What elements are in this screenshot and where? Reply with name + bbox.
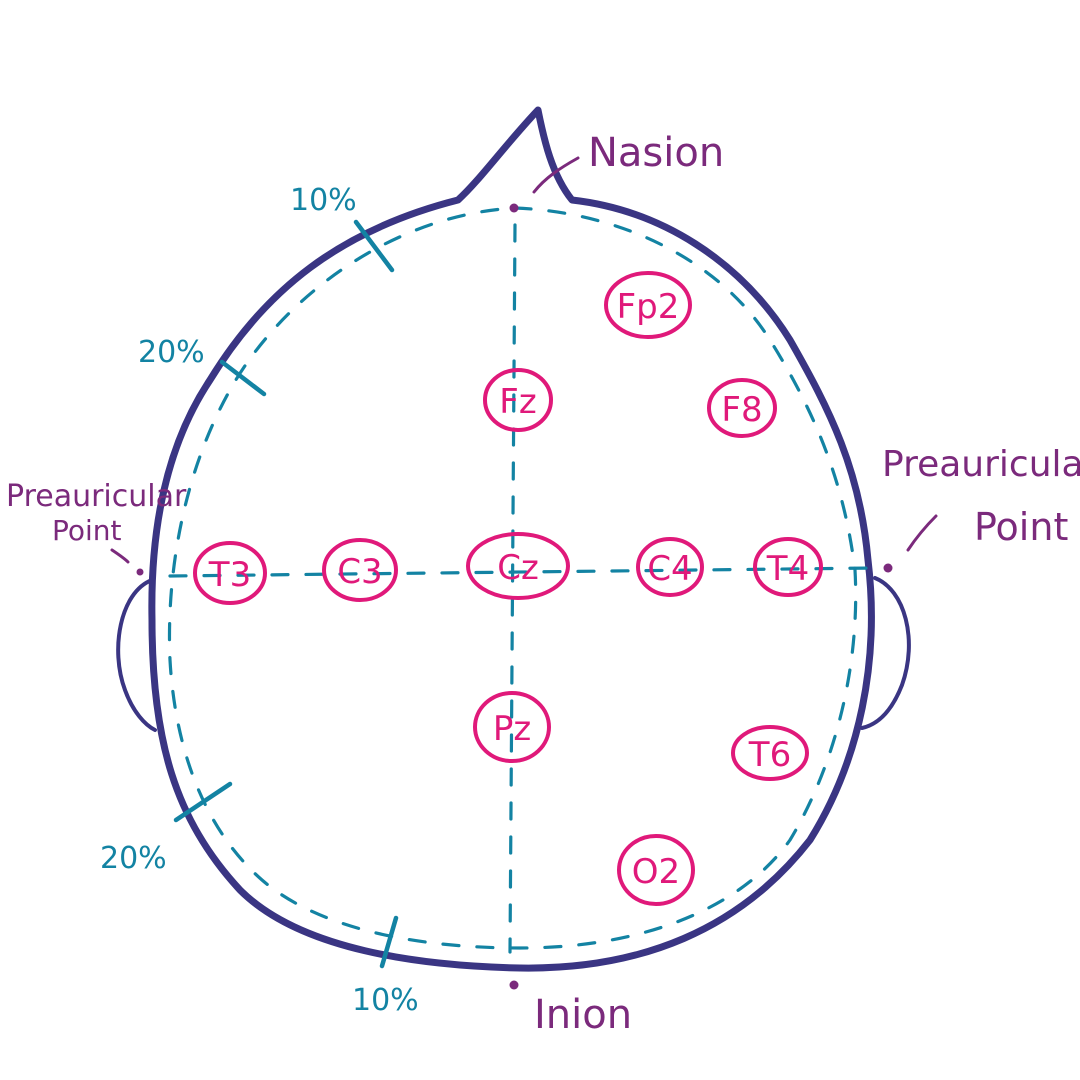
electrode-f8: F8	[707, 378, 777, 438]
electrode-t3: T3	[193, 541, 267, 605]
electrode-label: T3	[208, 555, 251, 595]
tick-top-left-10	[353, 219, 395, 273]
electrode-o2: O2	[617, 834, 695, 906]
tick-lower-left-20	[173, 781, 233, 823]
electrode-label: Fz	[499, 382, 536, 422]
right-preauricular-label-line2: Point	[974, 505, 1068, 549]
guide-coronal-line	[168, 566, 877, 578]
inion-dot	[509, 980, 519, 990]
electrode-label: T4	[766, 549, 809, 589]
electrode-fz: Fz	[483, 368, 553, 432]
electrode-label: O2	[632, 852, 680, 892]
electrode-c4: C4	[636, 537, 704, 597]
left-preauricular-pointer	[110, 548, 130, 564]
left-ear	[116, 578, 157, 732]
electrode-c3: C3	[322, 538, 398, 602]
electrode-label: C3	[337, 552, 382, 592]
pct-bottom-10: 10%	[352, 983, 419, 1018]
guide-contour	[167, 206, 858, 950]
electrode-label: F8	[721, 390, 762, 430]
head-outline	[148, 106, 875, 972]
guide-midline	[508, 223, 517, 954]
electrode-label: C4	[647, 549, 692, 589]
nasion-dot	[509, 203, 519, 213]
tick-upper-left-20	[219, 359, 267, 397]
right-preauricular-pointer	[906, 514, 938, 552]
inion-label: Inion	[534, 992, 632, 1038]
pct-upper-left-20: 20%	[138, 335, 205, 370]
pct-top-left-10: 10%	[290, 183, 357, 218]
electrode-label: Cz	[497, 548, 539, 588]
left-preauricular-label-line2: Point	[52, 514, 122, 547]
tick-bottom-10	[379, 915, 399, 969]
right-preauricular-label-line1: Preauricular	[882, 444, 1080, 485]
electrode-t6: T6	[731, 725, 809, 781]
left-preauricular-label-line1: Preauricular	[6, 479, 187, 514]
electrode-pz: Pz	[473, 691, 551, 763]
electrode-t4: T4	[753, 537, 823, 597]
electrode-label: Pz	[493, 709, 531, 749]
electrode-label: T6	[748, 735, 791, 775]
left-preauricular-dot	[136, 568, 144, 576]
right-ear	[860, 576, 911, 730]
electrode-fp2: Fp2	[604, 271, 692, 339]
electrode-cz: Cz	[466, 532, 570, 600]
nasion-label: Nasion	[588, 130, 724, 176]
electrode-label: Fp2	[617, 287, 680, 327]
nasion-pointer	[532, 156, 580, 194]
pct-lower-left-20: 20%	[100, 841, 167, 876]
right-preauricular-dot	[883, 563, 893, 573]
